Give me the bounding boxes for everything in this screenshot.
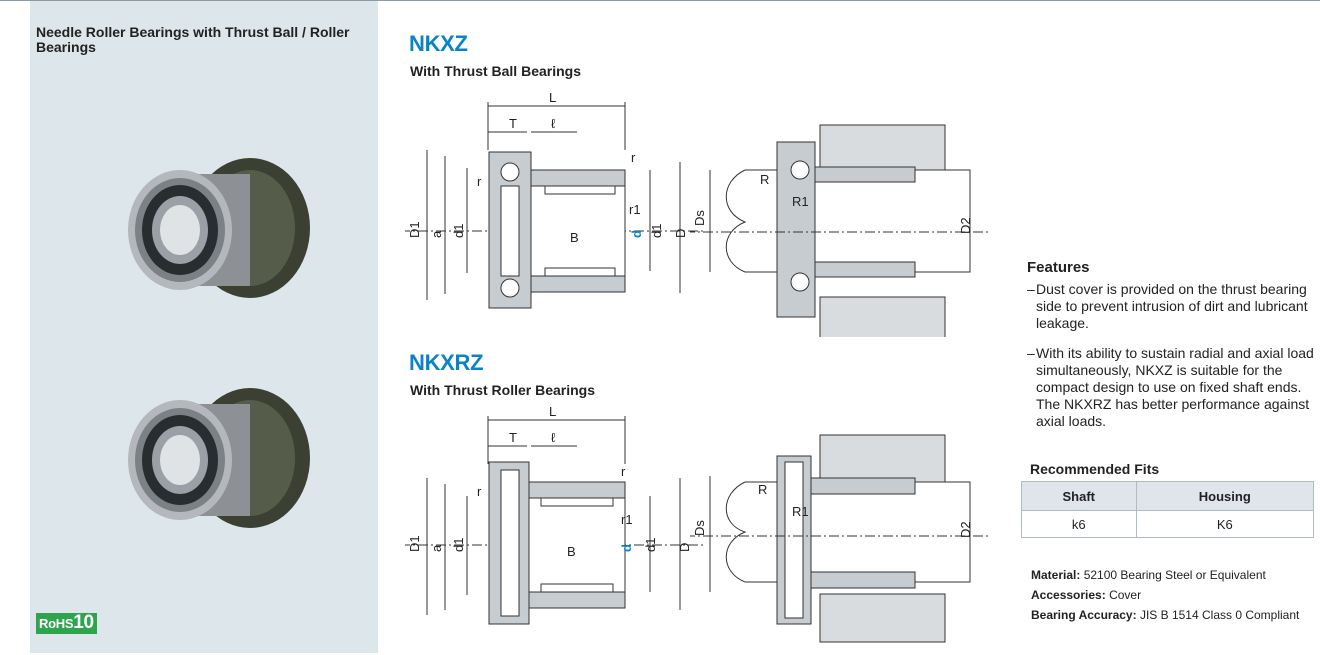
dim-r1: r1 (629, 202, 641, 217)
spec-accessories: Accessories: Cover (1031, 588, 1142, 602)
dim2-d: d (619, 544, 634, 552)
dim2-a: a (429, 544, 444, 552)
spec-material: Material: 52100 Bearing Steel or Equival… (1031, 568, 1266, 582)
dim-a: a (429, 230, 444, 238)
fits-table: Shaft Housing k6 K6 (1021, 481, 1315, 538)
dim2-T: T (509, 430, 517, 445)
dim-r: r (631, 150, 636, 165)
mount2-Ds: Ds (692, 520, 707, 536)
mount-R1: R1 (792, 194, 809, 209)
feature-item: – With its ability to sustain radial and… (1027, 345, 1314, 429)
nkxz-section-diagram: L T ℓ r r r1 B D1 a d1 d d1 D (405, 90, 705, 309)
dim-L: L (549, 90, 556, 105)
fits-heading: Recommended Fits (1030, 461, 1160, 477)
dim2-L: L (549, 404, 556, 419)
dim-d1-right: d1 (649, 224, 664, 238)
dim-ell: ℓ (551, 116, 556, 131)
dim2-D1: D1 (407, 535, 422, 552)
dim2-r: r (621, 464, 626, 479)
fits-shaft-value: k6 (1021, 510, 1137, 538)
dim-d1: d1 (451, 224, 466, 238)
dim-D: D (673, 229, 688, 238)
spec-accuracy: Bearing Accuracy: JIS B 1514 Class 0 Com… (1031, 608, 1300, 622)
nkxrz-section-diagram: L T ℓ r r r1 B D1 a d1 d d1 D (405, 404, 705, 625)
fits-housing-value: K6 (1135, 510, 1315, 538)
dim-d: d (629, 230, 644, 238)
dim2-r-inner: r (477, 484, 482, 499)
dim-B: B (570, 230, 579, 245)
dim2-d1-right: d1 (643, 538, 658, 552)
fits-col-shaft: Shaft (1021, 481, 1137, 511)
bearing-photo-nkxz (128, 158, 310, 298)
model-title-nkxrz: NKXRZ (409, 350, 484, 375)
bullet-dash: – (1027, 281, 1035, 297)
model-subtitle-nkxrz: With Thrust Roller Bearings (410, 382, 596, 398)
mount-Ds: Ds (692, 210, 707, 226)
dim2-B: B (567, 544, 576, 559)
dim2-D: D (677, 543, 692, 552)
nkxrz-mounting-diagram: R R1 Ds D2 (690, 434, 990, 643)
mount2-R: R (758, 482, 767, 497)
bearing-photo-nkxrz (128, 388, 310, 528)
dim-D1: D1 (407, 221, 422, 238)
mount2-R1: R1 (792, 504, 809, 519)
mount-R: R (760, 172, 769, 187)
fits-col-housing: Housing (1135, 481, 1315, 511)
feature-item: – Dust cover is provided on the thrust b… (1027, 281, 1308, 331)
model-subtitle-nkxz: With Thrust Ball Bearings (410, 63, 582, 79)
sidebar: Needle Roller Bearings with Thrust Ball … (30, 1, 378, 653)
dim2-d1: d1 (451, 538, 466, 552)
model-title-nkxz: NKXZ (409, 31, 468, 56)
bullet-dash: – (1027, 345, 1035, 361)
category-title: Needle Roller Bearings with Thrust Ball … (36, 24, 350, 55)
rohs-badge: RoHS10 (36, 613, 97, 634)
dim-r-inner: r (477, 174, 482, 189)
dim2-r1: r1 (621, 512, 633, 527)
dim-T: T (509, 116, 517, 131)
dim2-ell: ℓ (551, 430, 556, 445)
mount-D2: D2 (958, 217, 973, 234)
top-rule (0, 0, 1320, 1)
nkxz-mounting-diagram: R R1 Ds D2 (690, 124, 990, 337)
mount2-D2: D2 (958, 521, 973, 538)
features-heading: Features (1027, 259, 1090, 276)
